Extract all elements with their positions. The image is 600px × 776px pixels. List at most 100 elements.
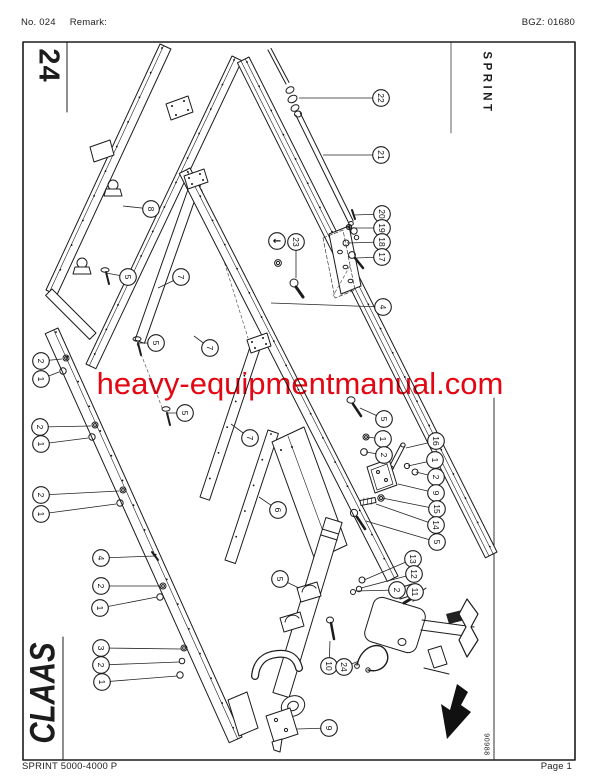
svg-text:5: 5 [275,577,285,582]
right-fastener-group [346,396,419,531]
callout-14: 14 [375,503,445,534]
callout-15: 15 [381,497,446,518]
callout-4: 4 [270,298,392,316]
svg-text:1: 1 [36,512,46,517]
callout-3: 3 [92,639,182,657]
svg-text:2: 2 [96,663,106,668]
callout-12: 12 [360,565,423,589]
callout-2: 2 [31,418,92,436]
svg-text:20: 20 [377,209,387,219]
callout-5: 5 [138,334,165,352]
svg-text:16: 16 [431,436,441,446]
svg-text:21: 21 [376,150,386,160]
callout-1: 1 [91,596,158,617]
svg-text:23: 23 [291,237,301,247]
callout-1: 1 [32,503,117,523]
svg-text:2: 2 [36,359,46,364]
callout-2: 2 [415,468,445,486]
bgz-number: BGZ: 01680 [521,17,575,28]
callout-6: 6 [258,496,287,519]
svg-text:11: 11 [410,588,420,597]
frame-rails-left [45,43,243,370]
svg-text:1: 1 [36,442,46,447]
callout-1: 1 [366,430,392,448]
callout-1: 1 [32,370,60,388]
callout-1: 1 [407,451,444,469]
callout-5: 5 [167,404,194,422]
callout-2: 2 [365,446,393,464]
svg-text:2: 2 [379,453,389,458]
callout-9: 9 [397,483,445,502]
mounting-plates [89,95,272,354]
svg-text:5: 5 [151,341,161,346]
svg-text:7: 7 [245,436,255,441]
footer-page-number: Page 1 [540,761,572,772]
header-left: No. 024 Remark: [21,17,121,28]
callout-17: 17 [355,248,391,266]
svg-text:2: 2 [392,588,402,593]
svg-text:1: 1 [36,377,46,382]
callout-2: 2 [32,486,120,504]
callout-9: 9 [296,719,338,737]
svg-text:5: 5 [432,540,442,545]
callout-2: 2 [92,656,180,674]
callout-11: 11 [406,583,424,603]
svg-text:17: 17 [377,252,387,262]
callout-18: 18 [346,233,391,251]
svg-text:12: 12 [409,569,419,579]
callout-16: 16 [405,432,445,450]
svg-text:15: 15 [432,504,442,514]
doc-number: No. 024 [21,17,56,28]
callout-23: 23 [287,233,305,278]
callout-2: 2 [32,352,63,370]
svg-text:13: 13 [408,554,418,564]
svg-text:5: 5 [379,417,389,422]
cross-members [134,177,279,564]
frame-rails-right [44,56,498,744]
remark-label: Remark: [69,17,107,28]
page-frame [22,41,576,761]
watermark: heavy-equipmentmanual.com [96,366,504,401]
callout-5: 5 [271,570,300,589]
svg-text:3: 3 [96,646,106,651]
footer-model: SPRINT 5000-4000 P [22,761,118,772]
callout-5: 5 [365,520,446,551]
svg-text:19: 19 [377,223,387,233]
svg-text:2: 2 [35,425,45,430]
callout-4: 4 [92,549,156,567]
direction-arrow-stamp [441,684,471,739]
callout-10: 10 [320,640,338,675]
svg-text:1: 1 [95,606,105,611]
svg-text:10: 10 [324,661,334,671]
svg-text:2: 2 [96,584,106,589]
svg-text:8: 8 [146,207,156,212]
svg-text:7: 7 [205,346,215,351]
callout-7: 7 [157,268,190,289]
svg-text:1: 1 [378,437,388,442]
svg-text:5: 5 [123,275,133,280]
svg-text:6: 6 [273,508,283,513]
callout-2: 2 [92,577,160,595]
drawbar-assembly [227,517,479,753]
svg-text:1: 1 [430,458,440,463]
svg-text:2: 2 [36,493,46,498]
callout-21: 21 [323,146,390,164]
svg-text:9: 9 [431,491,441,496]
callout-24: 24 [335,658,360,676]
callout-2: 2 [354,581,406,599]
svg-text:4: 4 [96,556,106,561]
callout-22: 22 [299,89,390,107]
callout-1: 1 [32,435,89,453]
svg-text:←: ← [273,236,281,247]
svg-text:2: 2 [431,475,441,480]
svg-text:7: 7 [176,275,186,280]
svg-text:4: 4 [378,305,388,310]
svg-text:5: 5 [180,411,190,416]
callout-1: 1 [93,673,178,691]
callout-5: 5 [359,407,393,428]
callout-7: 7 [193,335,219,357]
callout-7: 7 [230,423,259,447]
